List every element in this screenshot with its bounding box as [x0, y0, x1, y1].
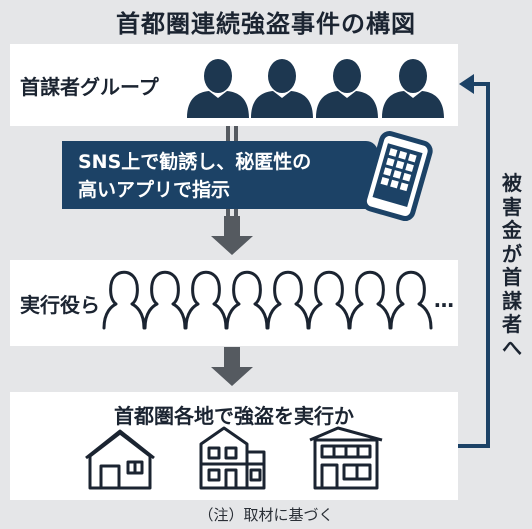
- banner-line-1: SNS上で勧誘し、秘匿性の: [78, 151, 312, 173]
- banner-line-2: 高いアプリで指示: [78, 179, 231, 201]
- robbery-panel: 首都圏各地で強盗を実行か: [10, 392, 458, 500]
- money-flow-vertical-label: 被 害 金 が 首 謀 者 へ: [502, 171, 522, 360]
- executor-panel: 実行役ら: [10, 260, 458, 346]
- mastermind-group-label: 首謀者グループ: [20, 75, 159, 99]
- source-note: （注）取材に基づく: [198, 506, 334, 524]
- house-icon-1: [85, 429, 155, 490]
- diagram-title: 首都圏連続強盗事件の構図: [116, 10, 416, 38]
- sns-instruction-banner: SNS上で勧誘し、秘匿性の 高いアプリで指示: [62, 141, 378, 209]
- house-icon-2: [199, 426, 266, 490]
- executor-label: 実行役ら: [20, 293, 100, 317]
- robbery-region-label: 首都圏各地で強盗を実行か: [114, 404, 354, 428]
- executor-ellipsis: …: [434, 288, 454, 312]
- house-icon-3: [309, 426, 383, 490]
